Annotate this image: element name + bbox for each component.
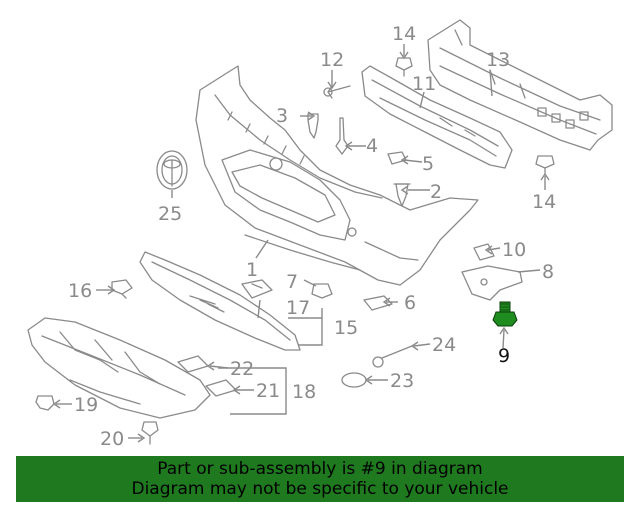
emblem-part (156, 150, 188, 190)
callout-13: 13 (486, 49, 510, 71)
retainer-6 (363, 295, 393, 311)
retainer-17 (241, 279, 273, 299)
callout-17: 17 (286, 297, 310, 319)
callout-2: 2 (430, 181, 442, 203)
clip-2 (393, 183, 411, 207)
highlighted-part-9[interactable] (492, 301, 518, 327)
screw-12 (323, 85, 351, 99)
leader-lines (52, 44, 550, 443)
bolt-14-top (395, 57, 413, 77)
push-clip-3 (307, 113, 319, 139)
under-cover-part (27, 317, 211, 419)
banner-line-2: Diagram may not be specific to your vehi… (131, 479, 509, 499)
callout-22: 22 (230, 358, 254, 380)
energy-absorber-part (361, 65, 513, 169)
bracket-8 (461, 265, 523, 301)
nut-7 (311, 283, 333, 299)
callout-5: 5 (422, 153, 434, 175)
callout-4: 4 (366, 135, 378, 157)
info-banner: Part or sub-assembly is #9 in diagram Di… (16, 456, 624, 502)
retainer-21 (205, 379, 237, 397)
bumper-cover (195, 65, 479, 286)
callout-20: 20 (100, 428, 124, 450)
callout-18: 18 (292, 381, 316, 403)
clip-19 (35, 395, 55, 411)
callout-21: 21 (256, 380, 280, 402)
callout-25: 25 (158, 203, 182, 225)
callout-11: 11 (412, 73, 436, 95)
bolt-20 (141, 421, 159, 445)
callout-10: 10 (502, 239, 526, 261)
bolt-16 (111, 279, 133, 299)
callout-numbers: 1 2 3 4 5 6 7 8 9 10 11 12 13 14 14 15 1… (68, 23, 556, 450)
callout-3: 3 (276, 105, 288, 127)
bolt-14-right (535, 155, 555, 175)
callout-19: 19 (74, 394, 98, 416)
lower-absorber-part (139, 251, 301, 351)
bracket-5 (387, 151, 407, 165)
callout-23: 23 (390, 370, 414, 392)
callout-16: 16 (68, 280, 92, 302)
callout-6: 6 (404, 292, 416, 314)
callout-1: 1 (246, 259, 258, 281)
callout-15: 15 (334, 317, 358, 339)
banner-line-1: Part or sub-assembly is #9 in diagram (157, 459, 483, 479)
tow-hook-24 (372, 345, 413, 368)
callout-8: 8 (542, 261, 554, 283)
cap-23 (341, 372, 367, 388)
callout-12: 12 (320, 49, 344, 71)
callout-7: 7 (286, 271, 298, 293)
bracket-10 (473, 243, 495, 261)
reinforcement-part (427, 19, 613, 151)
parts-diagram: 1 2 3 4 5 6 7 8 9 10 11 12 13 14 14 15 1… (27, 19, 613, 450)
callout-24: 24 (432, 334, 456, 356)
callout-9[interactable]: 9 (498, 345, 510, 367)
callout-14-right: 14 (532, 191, 556, 213)
callout-14-top: 14 (392, 23, 416, 45)
pin-4 (335, 117, 349, 155)
